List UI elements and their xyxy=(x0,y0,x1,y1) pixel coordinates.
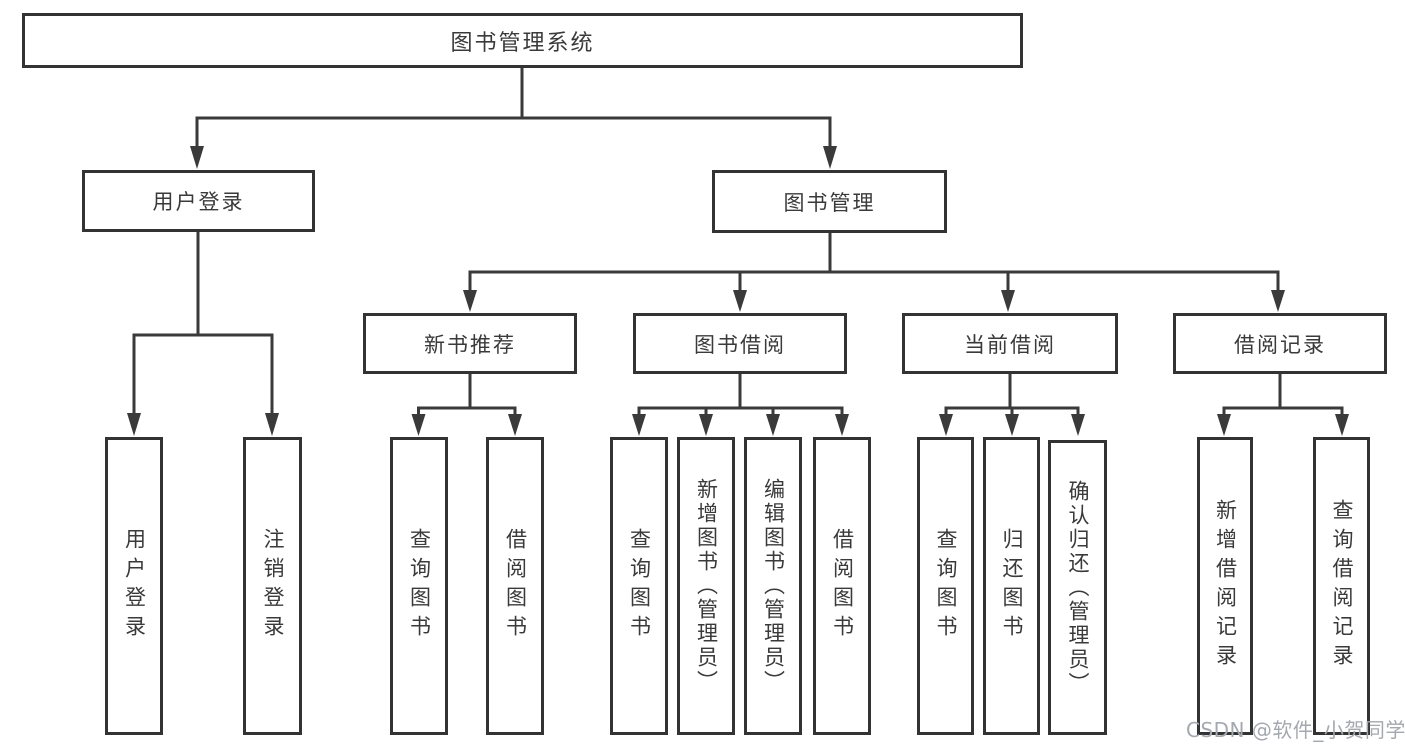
node-user-login: 用户登录 xyxy=(82,170,315,232)
leaf-add-borrowing-record: 新增借阅记录 xyxy=(1197,437,1253,735)
leaf-label: 编辑图书（管理员） xyxy=(761,478,786,694)
leaf-label: 注销登录 xyxy=(261,528,285,644)
leaf-label: 借阅图书 xyxy=(830,528,855,644)
leaf-borrow-books-recommend: 借阅图书 xyxy=(486,437,544,735)
leaf-query-books-current: 查询图书 xyxy=(917,437,974,735)
leaf-label: 新增图书（管理员） xyxy=(694,478,719,694)
node-new-book-recommendation: 新书推荐 xyxy=(363,313,577,374)
leaf-query-books-recommend: 查询图书 xyxy=(390,437,448,735)
leaf-return-books: 归还图书 xyxy=(983,437,1040,735)
leaf-label: 归还图书 xyxy=(1000,528,1024,644)
node-label: 图书借阅 xyxy=(694,332,786,357)
leaf-label: 借阅图书 xyxy=(503,528,528,644)
node-book-borrowing: 图书借阅 xyxy=(633,313,847,374)
leaf-label: 查询借阅记录 xyxy=(1330,499,1354,673)
node-label: 图书管理系统 xyxy=(450,30,595,56)
leaf-label: 确认归还（管理员） xyxy=(1066,479,1090,696)
node-borrowing-records: 借阅记录 xyxy=(1173,313,1387,374)
node-label: 当前借阅 xyxy=(964,332,1056,357)
node-book-management-system: 图书管理系统 xyxy=(22,13,1023,68)
watermark-text: CSDN @软件_小贺同学 xyxy=(1186,718,1405,742)
node-current-borrowing: 当前借阅 xyxy=(902,313,1118,374)
leaf-add-books-admin: 新增图书（管理员） xyxy=(677,437,735,735)
leaf-label: 新增借阅记录 xyxy=(1213,499,1238,673)
leaf-confirm-return-admin: 确认归还（管理员） xyxy=(1048,440,1107,735)
node-book-management: 图书管理 xyxy=(712,170,947,233)
node-label: 用户登录 xyxy=(152,190,245,214)
leaf-borrow-books-borrowing: 借阅图书 xyxy=(813,437,871,735)
node-label: 借阅记录 xyxy=(1234,332,1326,357)
leaf-user-login: 用户登录 xyxy=(105,437,163,735)
node-label: 图书管理 xyxy=(783,190,876,215)
leaf-label: 查询图书 xyxy=(934,528,958,644)
leaf-edit-books-admin: 编辑图书（管理员） xyxy=(744,437,802,735)
leaf-query-borrowing-record: 查询借阅记录 xyxy=(1313,437,1370,735)
leaf-label: 用户登录 xyxy=(122,528,147,644)
leaf-label: 查询图书 xyxy=(407,528,432,644)
leaf-logout: 注销登录 xyxy=(243,437,302,735)
node-label: 新书推荐 xyxy=(424,332,516,357)
leaf-query-books-borrowing: 查询图书 xyxy=(610,437,668,735)
leaf-label: 查询图书 xyxy=(627,528,652,644)
